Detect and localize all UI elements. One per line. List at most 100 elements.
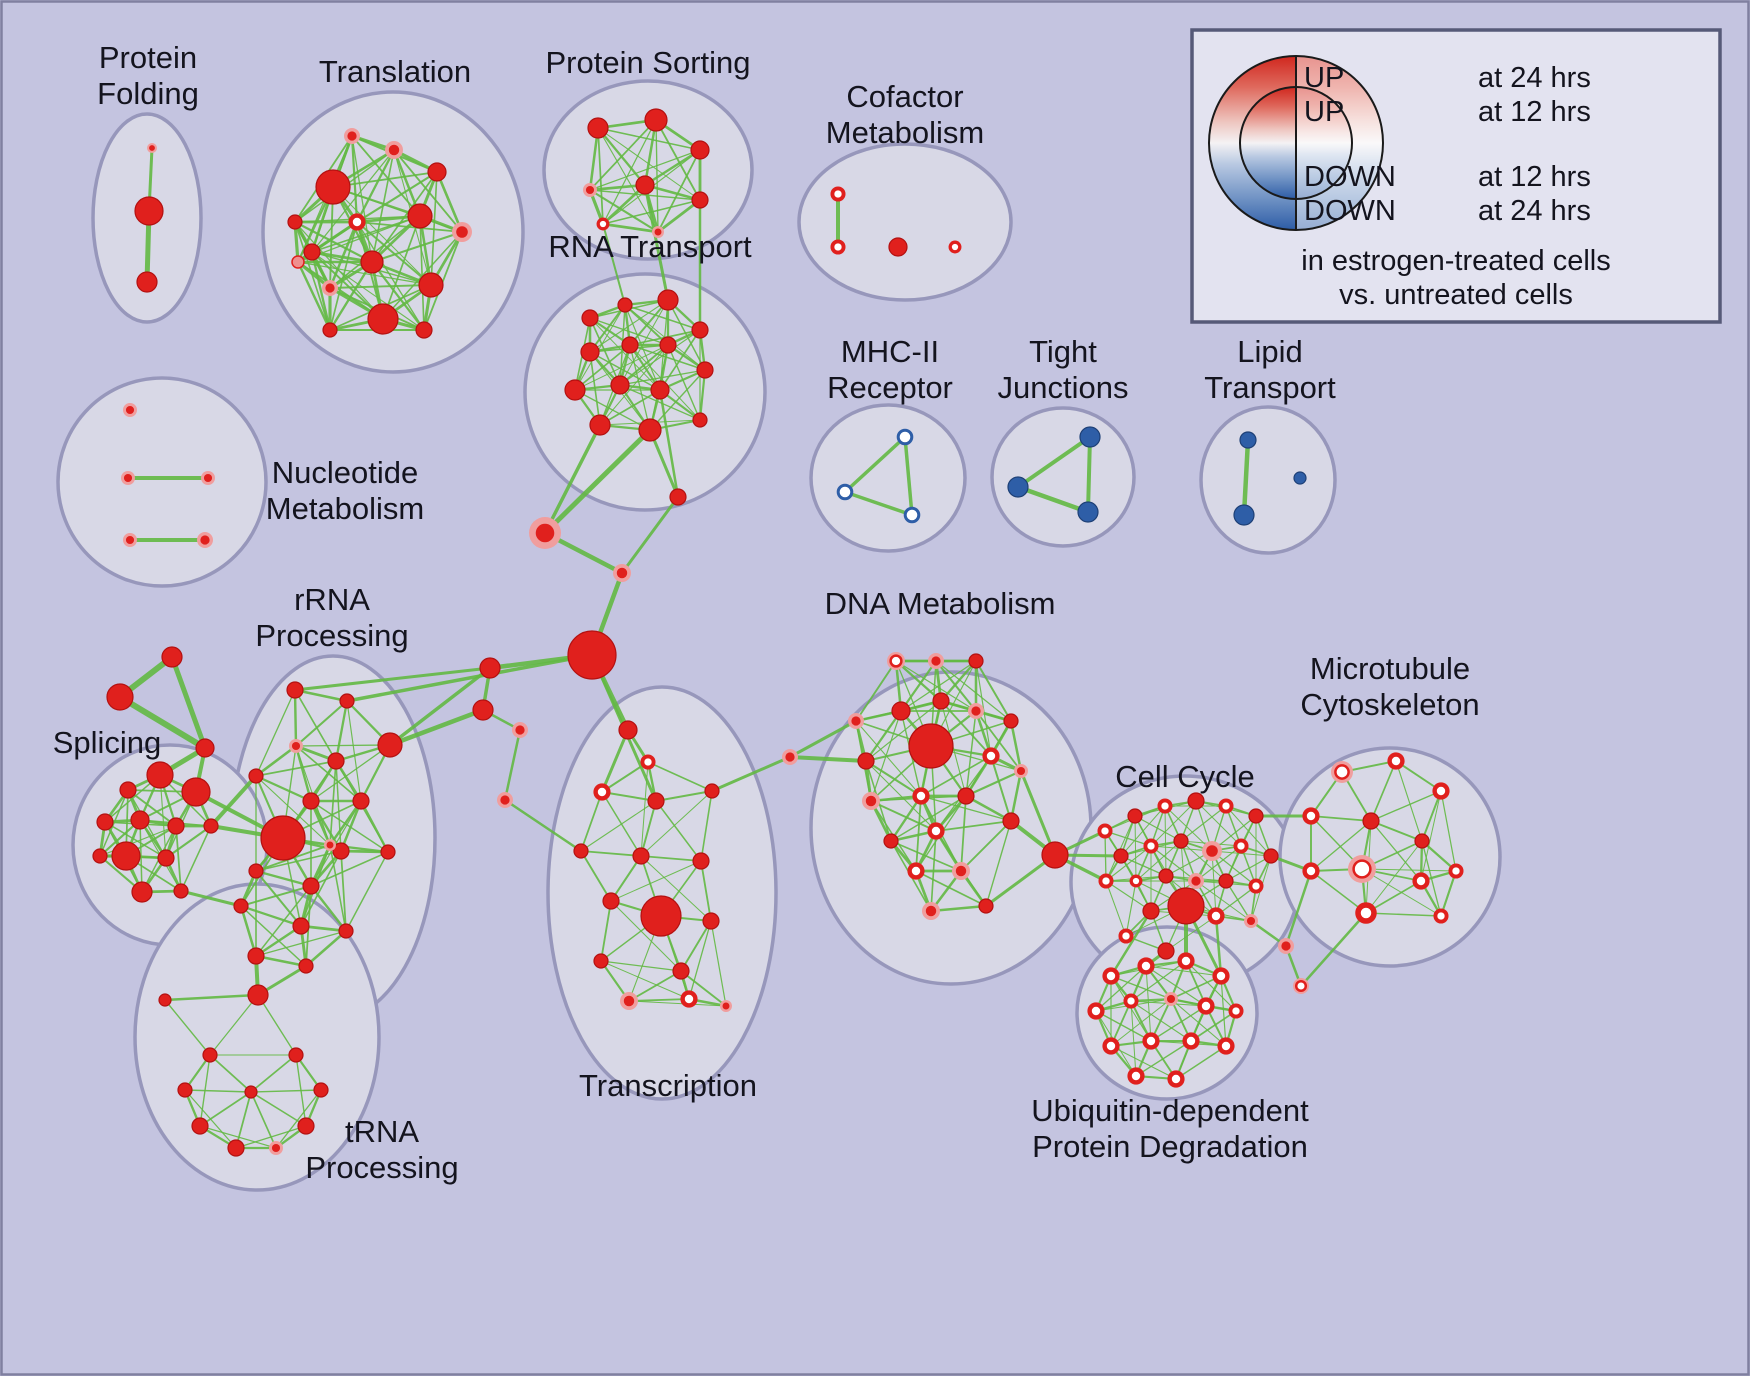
edge xyxy=(309,884,348,933)
legend-up-12-dir: UP xyxy=(1304,96,1344,128)
node-tp8 xyxy=(227,1139,245,1157)
edge xyxy=(339,799,363,853)
edge xyxy=(304,929,348,968)
node-tx8 xyxy=(602,892,620,910)
edge xyxy=(328,799,363,847)
edge xyxy=(1009,719,1023,773)
node-rt13 xyxy=(692,412,708,428)
node-mh0 xyxy=(896,428,914,446)
node-nm4 xyxy=(197,532,213,548)
edge xyxy=(984,853,1057,908)
node-dm4 xyxy=(891,701,911,721)
node-rt1 xyxy=(617,297,633,313)
node-bb9 xyxy=(497,792,513,808)
node-ub13 xyxy=(1127,1067,1145,1085)
cluster-tx-ellipse xyxy=(546,685,778,1101)
edge xyxy=(640,790,713,857)
edge xyxy=(890,795,967,842)
edge xyxy=(356,221,425,331)
node-rt5 xyxy=(621,336,639,354)
node-ub9 xyxy=(1102,1037,1120,1055)
edge xyxy=(1185,960,1237,1012)
node-sp10 xyxy=(131,881,153,903)
node-mc0 xyxy=(1331,761,1353,783)
edge xyxy=(597,127,659,233)
edge xyxy=(1120,855,1167,877)
edge xyxy=(310,800,362,887)
node-bb3 xyxy=(567,630,617,680)
node-tp2 xyxy=(202,1047,218,1063)
node-cm1 xyxy=(830,239,846,255)
node-ps3 xyxy=(583,183,597,197)
node-dm14 xyxy=(957,787,975,805)
edge xyxy=(1439,869,1458,918)
node-sp11 xyxy=(173,883,189,899)
cluster-label-nucleotide-metabolism: Metabolism xyxy=(266,491,425,526)
node-layer xyxy=(92,108,1464,1157)
node-rt6 xyxy=(659,336,677,354)
edge xyxy=(359,799,390,854)
node-lt2 xyxy=(1293,471,1307,485)
edge xyxy=(655,790,713,802)
edge xyxy=(589,189,701,201)
edge xyxy=(890,840,962,872)
node-tp0 xyxy=(247,984,269,1006)
edge xyxy=(297,261,384,320)
edge xyxy=(1365,840,1423,914)
edge xyxy=(294,221,384,320)
node-ps4 xyxy=(635,175,655,195)
node-bb8 xyxy=(782,749,798,765)
node-tr8 xyxy=(360,250,384,274)
edge xyxy=(345,653,594,703)
node-tg2 xyxy=(195,738,215,758)
edge xyxy=(503,728,522,802)
node-tr13 xyxy=(322,322,338,338)
node-dm7 xyxy=(1003,713,1019,729)
node-mc10 xyxy=(1355,902,1377,924)
node-tx6 xyxy=(692,852,710,870)
edge xyxy=(419,215,425,331)
edge xyxy=(311,149,395,253)
node-ub6 xyxy=(1164,992,1178,1006)
edge xyxy=(240,905,307,967)
edge xyxy=(293,688,298,748)
cluster-label-mhc-ii-receptor: MHC-II xyxy=(841,334,939,369)
edge xyxy=(164,999,211,1056)
edge xyxy=(589,299,669,353)
node-rr0 xyxy=(286,681,304,699)
edge xyxy=(640,855,702,862)
node-mh1 xyxy=(836,483,854,501)
node-mc4 xyxy=(1362,812,1380,830)
edge xyxy=(1421,790,1442,842)
node-sp1 xyxy=(146,761,174,789)
node-rt0 xyxy=(581,309,599,327)
edge xyxy=(843,435,907,494)
node-tx13 xyxy=(680,990,698,1008)
edge xyxy=(680,920,712,972)
cluster-label-microtubule-cytoskeleton: Microtubule xyxy=(1310,651,1470,686)
edge xyxy=(382,215,421,320)
edge xyxy=(370,230,464,264)
edge xyxy=(1195,880,1252,922)
cluster-tj-ellipse xyxy=(990,406,1136,548)
edge xyxy=(600,900,612,962)
edge xyxy=(580,850,642,857)
node-bb6 xyxy=(512,722,528,738)
edge xyxy=(1134,815,1182,842)
node-cc11 xyxy=(1263,848,1279,864)
node-dm10 xyxy=(982,747,1000,765)
edge xyxy=(588,188,660,234)
node-cc18 xyxy=(1142,902,1160,920)
edge xyxy=(293,220,374,264)
edge xyxy=(1164,805,1167,877)
edge xyxy=(255,775,331,846)
node-sp7 xyxy=(111,841,141,871)
node-sp8 xyxy=(157,849,175,867)
cluster-label-rna-transport: RNA Transport xyxy=(548,229,752,264)
node-sp4 xyxy=(130,810,150,830)
node-rt11 xyxy=(589,414,611,436)
node-bb7 xyxy=(618,720,638,740)
edge xyxy=(1284,869,1313,948)
node-lt0 xyxy=(1239,431,1257,449)
